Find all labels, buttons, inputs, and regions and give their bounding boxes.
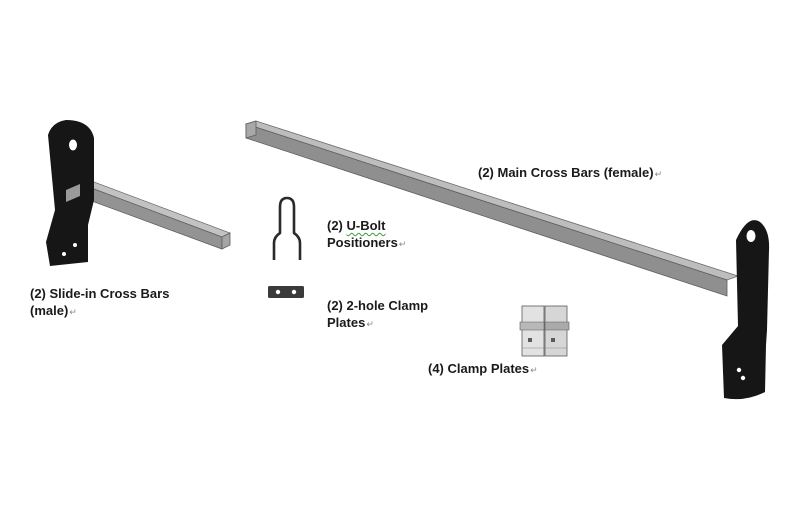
paragraph-mark: ↵ <box>398 239 407 249</box>
paragraph-mark: ↵ <box>654 169 663 179</box>
main-cross-bar <box>244 120 740 297</box>
label-main-cross-bars-text: (2) Main Cross Bars (female) <box>478 165 654 180</box>
label-slide-in-cross-bars: (2) Slide-in Cross Bars (male)↵ <box>30 285 169 321</box>
label-two-hole-clamp-line2-text: Plates <box>327 315 366 330</box>
two-hole-clamp-plate <box>268 286 304 298</box>
paragraph-mark: ↵ <box>69 307 77 317</box>
label-clamp-plates-text: (4) Clamp Plates <box>428 361 530 376</box>
label-two-hole-clamp-line1: (2) 2-hole Clamp <box>327 298 429 313</box>
label-slide-in-line2: (male)↵ <box>30 302 169 321</box>
bracket-hole <box>73 243 77 247</box>
label-u-bolt-qty: (2) <box>327 218 343 233</box>
bracket-hole <box>740 375 746 381</box>
paragraph-mark: ↵ <box>530 365 538 375</box>
label-u-bolt-line1: (2) U-Bolt <box>327 217 406 234</box>
label-main-cross-bars: (2) Main Cross Bars (female)↵ <box>478 164 662 183</box>
bracket-hole <box>746 230 756 242</box>
label-slide-in-line2-text: (male) <box>30 303 69 318</box>
bracket-hole <box>62 252 66 256</box>
label-clamp-plates: (4) Clamp Plates↵ <box>428 360 538 379</box>
right-mounting-bracket <box>722 220 770 400</box>
label-two-hole-clamp-line2: Plates↵ <box>327 314 428 333</box>
label-u-bolt: (2) U-Bolt Positioners↵ <box>327 217 406 253</box>
u-bolt-positioner <box>272 196 302 260</box>
label-u-bolt-line2: Positioners↵ <box>327 234 406 253</box>
label-slide-in-line1: (2) Slide-in Cross Bars <box>30 286 170 301</box>
label-u-bolt-line2-text: Positioners <box>327 235 398 250</box>
label-u-bolt-name: U-Bolt <box>346 218 386 233</box>
bracket-hole <box>736 367 742 373</box>
clamp-plates <box>519 305 570 357</box>
paragraph-mark: ↵ <box>366 319 374 329</box>
bracket-hole <box>69 139 77 151</box>
left-mounting-bracket <box>46 120 94 266</box>
label-two-hole-clamp: (2) 2-hole Clamp Plates↵ <box>327 297 428 333</box>
